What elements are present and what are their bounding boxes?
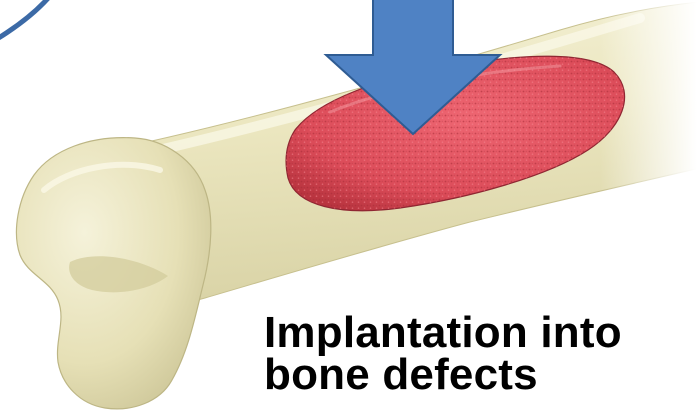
caption-line-1: Implantation into (264, 312, 694, 354)
circle-arc-shape (0, 0, 55, 70)
caption-line-2: bone defects (264, 354, 694, 396)
caption-text: Implantation into bone defects (264, 312, 694, 396)
